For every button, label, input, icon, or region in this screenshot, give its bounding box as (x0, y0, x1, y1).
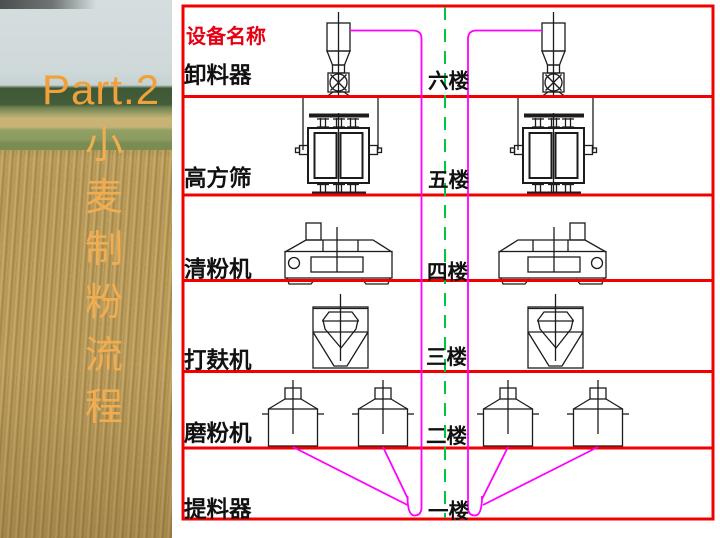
equipment-label-mill: 磨粉机 (184, 421, 252, 446)
bran-finisher-icon-right (527, 293, 584, 369)
vertical-title-char: 流 (84, 335, 123, 377)
diagram-header: 设备名称 (186, 24, 266, 48)
wheat-texture (0, 150, 172, 538)
floor-label-4: 四楼 (427, 261, 468, 284)
floor-label-2: 二楼 (426, 425, 467, 448)
material-pipes (292, 29, 599, 517)
floor-grid (181, 4, 715, 521)
equipment-label-purifier: 清粉机 (184, 257, 252, 282)
discharger-icon-right (541, 11, 566, 97)
mill-icon-2 (351, 379, 415, 447)
purifier-icon-left (284, 222, 393, 285)
floor-label-1: 一楼 (428, 500, 469, 523)
purifier-icon-right (498, 222, 607, 285)
mill-chute-1 (292, 446, 408, 506)
pipe-left-elevator (350, 29, 423, 517)
mill-icon-3 (476, 379, 540, 447)
vertical-title-char: 小 (84, 125, 123, 167)
bran-finisher-icon-left (312, 293, 369, 369)
floor-label-3: 三楼 (426, 346, 467, 369)
floor-label-5: 五楼 (428, 169, 469, 192)
vertical-title-char: 制 (84, 229, 123, 271)
mill-chute-2 (382, 446, 409, 500)
discharger-icon-left (326, 11, 351, 97)
mill-chute-4 (482, 446, 599, 506)
mill-chute-3 (481, 446, 509, 500)
wheat-field-photo: Part.2 小 麦 制 粉 流 程 (0, 0, 172, 538)
vertical-title-char: 程 (84, 387, 123, 429)
vertical-title-char: 麦 (84, 177, 123, 219)
plansifter-icon-right (509, 96, 598, 197)
mill-icon-1 (261, 379, 325, 447)
equipment-label-discharger: 卸料器 (184, 62, 252, 88)
equipment-label-plansifter: 高方筛 (184, 165, 252, 191)
floor-label-6: 六楼 (428, 70, 469, 93)
part-label: Part.2 (42, 66, 161, 113)
pipe-right-elevator (467, 29, 542, 517)
vertical-title-char: 粉 (84, 282, 123, 324)
equipment-label-elevator: 提料器 (184, 496, 252, 522)
photo-top-shadow (0, 0, 96, 9)
plansifter-icon-left (294, 96, 383, 197)
equipment-label-bran-finisher: 打麸机 (184, 348, 252, 373)
mill-icon-4 (566, 379, 630, 447)
